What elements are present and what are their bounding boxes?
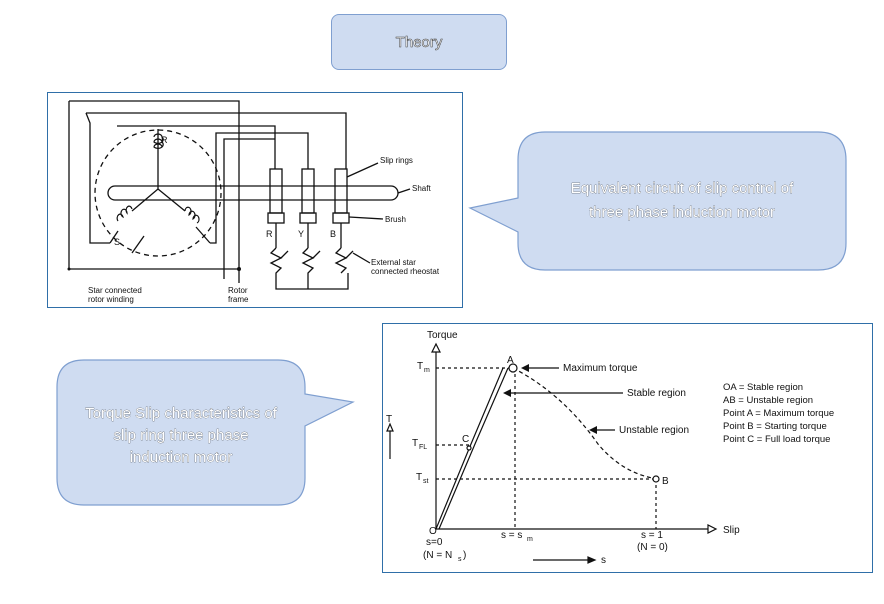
- s-sm-subscript: m: [527, 536, 533, 543]
- tst-label: T: [416, 472, 422, 483]
- s-one-label: s = 1: [641, 530, 663, 541]
- slip-ring-circuit-diagram: R S R Y B Slip rings Shaft Brush Externa…: [67, 100, 440, 304]
- point-b-label: B: [662, 476, 669, 487]
- legend-item-2: Point A = Maximum torque: [723, 408, 834, 419]
- legend-item-3: Point B = Starting torque: [723, 421, 827, 432]
- legend-item-4: Point C = Full load torque: [723, 434, 830, 445]
- stable-region-label: Stable region: [627, 388, 686, 399]
- point-c-label: C: [462, 434, 469, 445]
- n-ns-label: (N = N: [423, 550, 452, 561]
- characteristic-callout-line1: Torque Slip characteristics of: [85, 405, 278, 422]
- rheostat-label-line1: External star: [371, 258, 416, 267]
- n-zero-label: (N = 0): [637, 542, 668, 553]
- brush-label: Brush: [385, 215, 406, 224]
- slip-rings-label: Slip rings: [380, 156, 413, 165]
- legend-item-0: OA = Stable region: [723, 382, 803, 393]
- phase-label-r: R: [266, 229, 273, 239]
- n-ns-subscript: s: [458, 556, 462, 563]
- circuit-callout-line2: three phase induction motor: [589, 204, 775, 221]
- origin-label: O: [429, 526, 437, 537]
- phase-label-r-coil: R: [161, 135, 168, 145]
- circuit-callout: [468, 131, 847, 271]
- s-sm-label: s = s: [501, 530, 522, 541]
- characteristic-callout: [56, 359, 355, 506]
- characteristic-callout-line2: slip ring three phase: [113, 427, 248, 444]
- circuit-diagram-frame: R S R Y B Slip rings Shaft Brush Externa…: [47, 92, 463, 308]
- winding-label-line1: Star connected: [88, 286, 142, 295]
- phase-label-s: S: [114, 237, 120, 247]
- s-zero-label: s=0: [426, 537, 443, 548]
- n-ns-end: ): [463, 550, 466, 561]
- torque-slip-graph: Torque Slip T T m T FL T st O A B C Maxi…: [386, 330, 834, 566]
- legend-item-1: AB = Unstable region: [723, 395, 813, 406]
- x-axis-label: Slip: [723, 525, 740, 536]
- title-box: Theory: [331, 14, 507, 70]
- t-arrow-label: T: [386, 414, 392, 425]
- max-torque-label: Maximum torque: [563, 363, 638, 374]
- torque-slip-graph-frame: Torque Slip T T m T FL T st O A B C Maxi…: [382, 323, 873, 573]
- rheostat-label-line2: connected rheostat: [371, 267, 440, 276]
- tst-subscript: st: [423, 478, 429, 485]
- shaft-label: Shaft: [412, 184, 431, 193]
- tfl-subscript: FL: [419, 444, 427, 451]
- unstable-region-label: Unstable region: [619, 425, 689, 436]
- tm-label: T: [417, 361, 423, 372]
- phase-label-y: Y: [298, 229, 304, 239]
- y-axis-label: Torque: [427, 330, 458, 341]
- point-a-label: A: [507, 355, 514, 366]
- winding-label-line2: rotor winding: [88, 295, 134, 304]
- frame-label-line2: frame: [228, 295, 249, 304]
- tfl-label: T: [412, 438, 418, 449]
- circuit-callout-line1: Equivalent circuit of slip control of: [571, 180, 794, 197]
- tm-subscript: m: [424, 367, 430, 374]
- frame-label-line1: Rotor: [228, 286, 248, 295]
- page-title: Theory: [395, 33, 443, 51]
- phase-label-b: B: [330, 229, 336, 239]
- s-arrow-label: s: [601, 555, 606, 566]
- characteristic-callout-line3: induction motor: [130, 449, 233, 466]
